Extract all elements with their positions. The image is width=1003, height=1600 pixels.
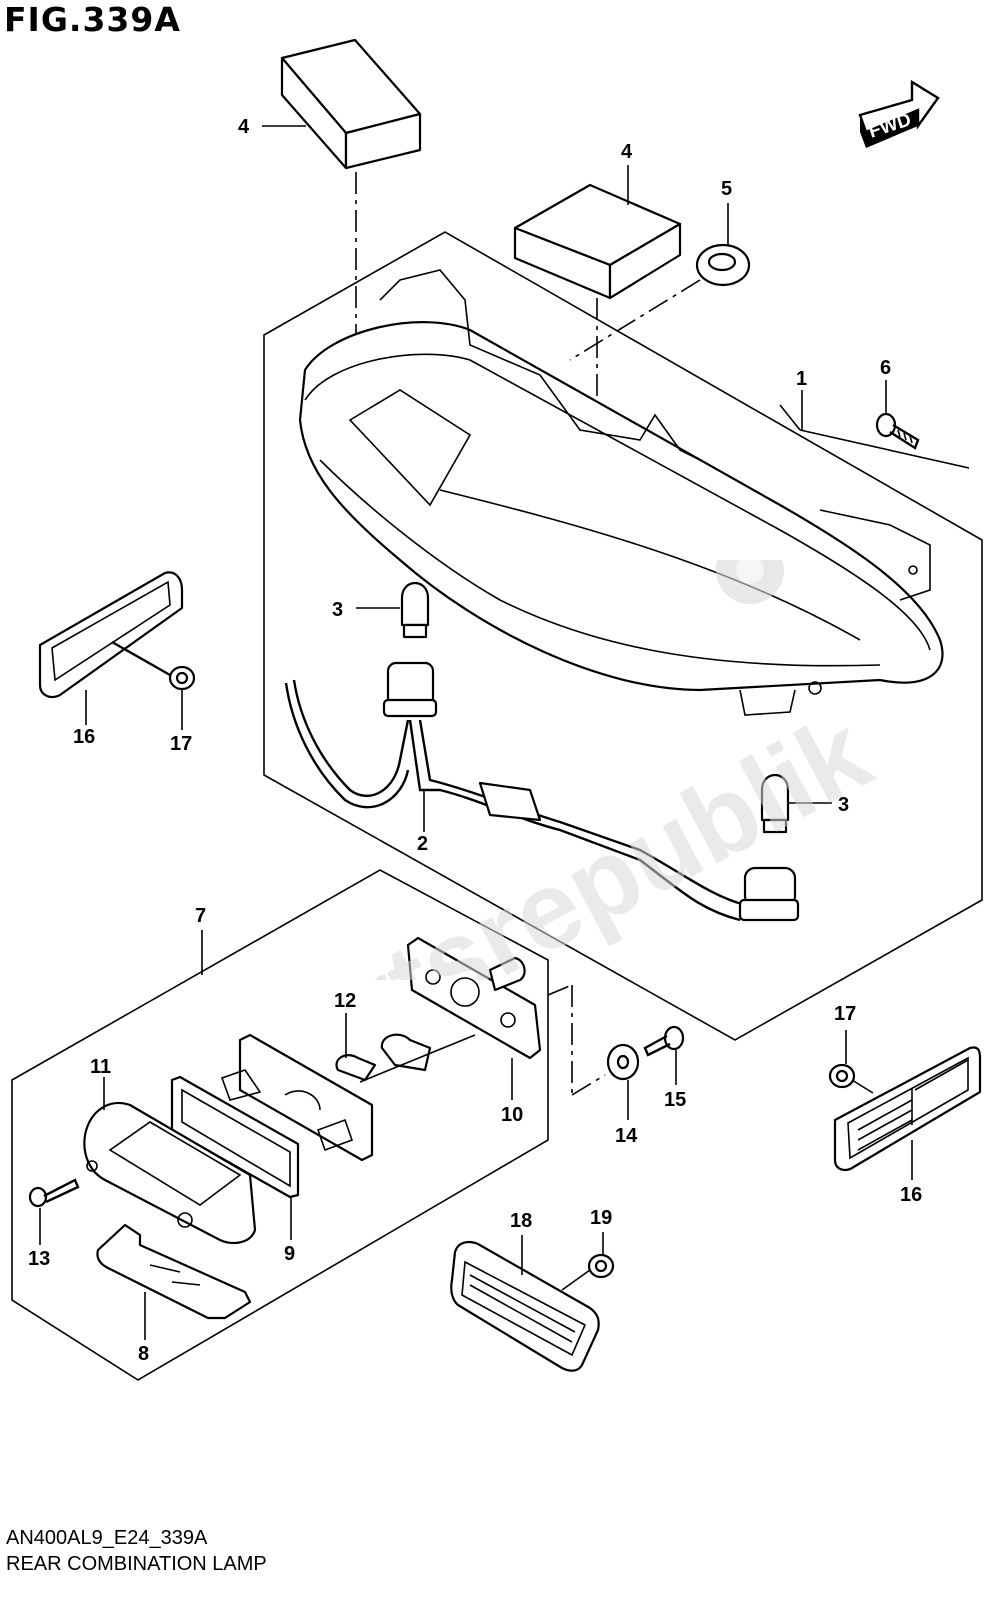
callout-19: 19 [590,1207,612,1229]
figure-title: FIG.339A [4,0,181,39]
reflector-left [38,571,184,699]
bulb-lower [760,774,790,834]
reflector-bottom [450,1241,600,1372]
callout-13: 13 [28,1248,50,1270]
license-lamp-board [220,1033,374,1162]
license-bulb [335,1033,432,1082]
callout-16-right: 16 [900,1184,922,1206]
reflector-right [833,1046,982,1171]
callout-15: 15 [664,1089,686,1111]
callout-4-top: 4 [238,116,250,138]
callout-1: 1 [796,368,807,390]
label-box-mid [513,183,682,300]
forward-arrow-icon: FWD [858,79,940,148]
callout-14: 14 [615,1125,638,1147]
washer [606,1043,640,1081]
callout-6: 6 [880,357,891,379]
callout-2: 2 [417,833,428,855]
nut-bottom [587,1253,615,1279]
callout-3-lower: 3 [838,794,849,816]
callout-4-mid: 4 [621,141,633,163]
license-lamp-frame [11,869,549,1381]
figure-code: AN400AL9_E24_339A [6,1527,208,1549]
lamp-screw [28,1178,80,1208]
callout-12: 12 [334,990,356,1012]
callout-7: 7 [195,905,206,927]
mount-screw [643,1025,685,1057]
bulb-upper [400,582,430,639]
grommet [695,243,751,287]
callout-17-right: 17 [834,1003,856,1025]
rear-combination-lamp-housing [298,269,944,716]
nut-left [168,665,196,691]
callout-8: 8 [138,1343,149,1365]
lamp-cover [96,1223,252,1320]
figure-caption: REAR COMBINATION LAMP [6,1553,267,1575]
callout-18: 18 [510,1210,532,1232]
callout-16-left: 16 [73,726,95,748]
label-box-top [280,38,422,170]
callout-9: 9 [284,1243,295,1265]
screw [875,412,920,450]
callout-5: 5 [721,178,732,200]
assembly-frame [263,231,983,1041]
callout-17-left: 17 [170,733,192,755]
callout-10: 10 [501,1104,523,1126]
callout-3-upper: 3 [332,599,343,621]
license-lamp-housing [83,1101,257,1245]
nut-right [828,1063,856,1089]
callout-11: 11 [90,1056,111,1078]
socket-plate [406,936,542,1060]
wiring-harness [284,661,800,922]
